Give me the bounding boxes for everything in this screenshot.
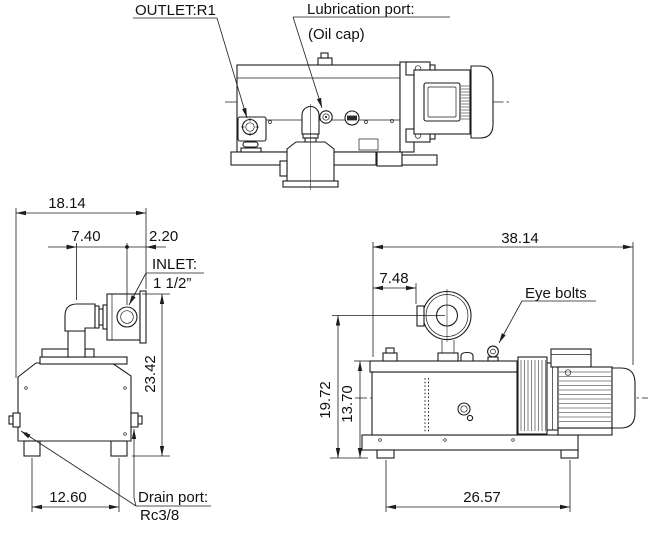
dim-13-70: 13.70 [339, 385, 356, 423]
dim-inlet-offsets: 7.40 2.20 [48, 228, 178, 305]
dim-inlet-offset-side: 7.48 [373, 270, 417, 304]
lubrication-port-cap [319, 110, 333, 124]
drain-fittings [8, 412, 143, 428]
motor-side [550, 348, 636, 436]
dim-foot-spacing-side: 26.57 [385, 460, 571, 512]
dim-overall-height: 23.42 [132, 293, 170, 457]
dim-body-height: 13.70 [339, 360, 370, 458]
eye-bolt [487, 345, 499, 362]
dim-38-14: 38.14 [501, 230, 539, 247]
dim-inlet-center-height: 19.72 [317, 315, 445, 459]
dim-18-14: 18.14 [48, 195, 86, 212]
fan-housing-side [517, 356, 559, 435]
dim-foot-spacing-front: 12.60 [31, 458, 120, 512]
dim-26-57: 26.57 [463, 489, 501, 506]
eye-bolts-callout: Eye bolts [498, 285, 596, 344]
dim-23-42: 23.42 [142, 355, 159, 393]
front-view: 18.14 7.40 2.20 23.42 12.60 INLET: 1 1/2 [8, 195, 211, 524]
inlet-callout: INLET: 1 1/2” [128, 256, 204, 306]
dim-7-40: 7.40 [71, 228, 100, 245]
drain-size-label: Rc3/8 [140, 507, 179, 524]
outlet-port [237, 116, 267, 153]
drain-label: Drain port: [138, 489, 208, 506]
pump-body-front [17, 348, 132, 457]
inlet-assembly-front [64, 290, 147, 358]
inlet-label: INLET: [152, 256, 197, 273]
eye-bolts-label: Eye bolts [525, 285, 587, 302]
inlet-size-label: 1 1/2” [153, 275, 191, 292]
lubrication-callout: Lubrication port: (Oil cap) [292, 1, 450, 109]
outlet-label: OUTLET:R1 [135, 2, 216, 19]
dim-7-48: 7.48 [379, 270, 408, 287]
drain-callout: Drain port: Rc3/8 [20, 429, 211, 524]
inlet-assembly-top [279, 104, 339, 190]
oil-cap-label: (Oil cap) [308, 26, 365, 43]
oil-plug [344, 110, 360, 126]
motor-top [399, 61, 494, 153]
side-view: 38.14 7.48 Eye bolts 19.72 13.70 26. [317, 230, 648, 512]
inlet-assembly-side [416, 289, 472, 362]
pump-body-side [361, 347, 579, 459]
dim-2-20: 2.20 [149, 228, 178, 245]
dim-overall-width: 18.14 [15, 195, 147, 378]
dim-12-60: 12.60 [49, 489, 87, 506]
dim-overall-length: 38.14 [372, 230, 634, 365]
lubrication-label: Lubrication port: [307, 1, 415, 18]
top-view: OUTLET:R1 Lubrication port: (Oil cap) [133, 1, 512, 190]
outlet-callout: OUTLET:R1 [133, 2, 248, 119]
dim-19-72: 19.72 [317, 381, 334, 419]
